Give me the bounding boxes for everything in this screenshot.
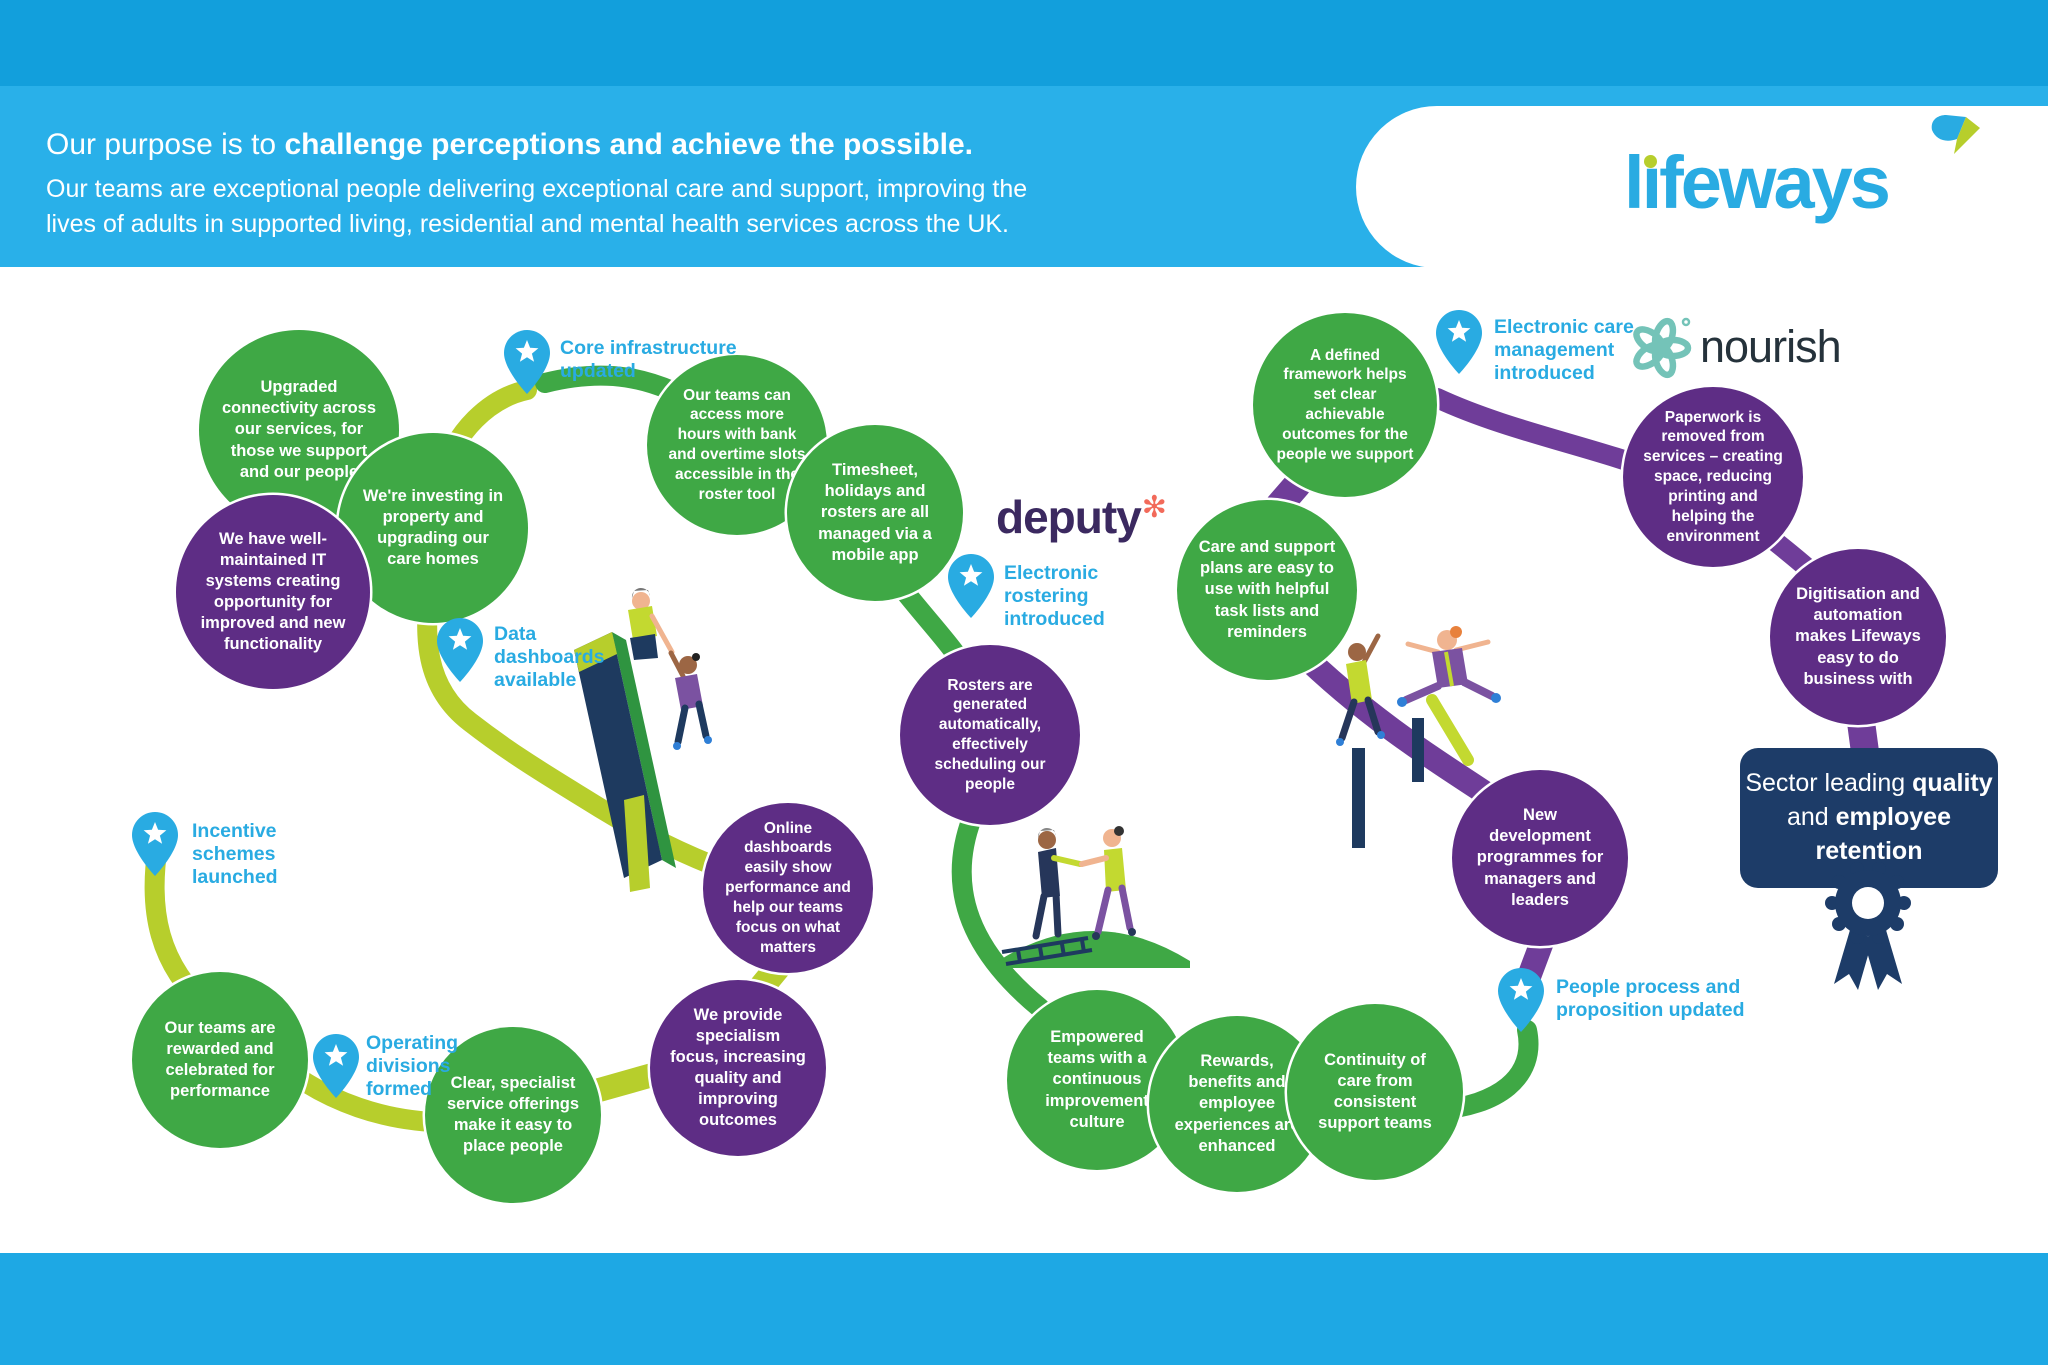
circle-specialism-focus: We provide specialism focus, increasing … — [650, 980, 826, 1156]
milestone-pin-incentive-schemes-icon — [132, 812, 178, 876]
milestone-label-electronic-care: Electronic care management introduced — [1494, 316, 1634, 384]
purpose-statement: Our purpose is to challenge perceptions … — [46, 128, 973, 162]
circle-it-systems: We have well-maintained IT systems creat… — [176, 495, 370, 689]
milestone-pin-people-process-icon — [1498, 968, 1544, 1032]
purpose-prefix: Our purpose is to — [46, 128, 285, 161]
circle-teams-rewarded: Our teams are rewarded and celebrated fo… — [132, 972, 308, 1148]
milestone-label-operating-divisions: Operating divisions formed — [366, 1032, 459, 1100]
hurdles-illustration — [1336, 626, 1501, 848]
circle-defined-framework: A defined framework helps set clear achi… — [1253, 313, 1437, 497]
handshake-illustration — [995, 826, 1190, 968]
nourish-logo: nourish — [1628, 312, 1842, 382]
milestone-label-people-process: People process and proposition updated — [1556, 976, 1745, 1021]
circle-new-development: New development programmes for managers … — [1452, 770, 1628, 946]
milestone-label-core-infrastructure: Core infrastructure updated — [560, 337, 737, 382]
circle-access-more-hours: Our teams can access more hours with ban… — [647, 355, 827, 535]
top-strip — [0, 0, 2048, 86]
circle-paperwork-removed: Paperwork is removed from services – cre… — [1623, 387, 1803, 567]
milestone-label-incentive-schemes: Incentive schemes launched — [192, 820, 278, 888]
circle-timesheet-mobile: Timesheet, holidays and rosters are all … — [787, 425, 963, 601]
purpose-bold: challenge perceptions and achieve the po… — [284, 128, 974, 161]
milestone-label-electronic-rostering: Electronic rostering introduced — [1004, 562, 1105, 630]
lifeways-logo-rest: feways — [1659, 141, 1891, 224]
milestone-pin-core-infrastructure-icon — [504, 330, 550, 394]
logo-panel — [1356, 106, 2048, 268]
deputy-logo: deputy✻ — [996, 491, 1167, 543]
deputy-star-icon: ✻ — [1141, 491, 1167, 524]
nourish-flower-icon — [1633, 317, 1692, 379]
lifeways-logo-dot — [1643, 155, 1657, 168]
circle-digitisation: Digitisation and automation makes Lifewa… — [1770, 549, 1946, 725]
bottom-strip — [0, 1253, 2048, 1365]
circle-online-dashboards: Online dashboards easily show performanc… — [703, 803, 873, 973]
milestone-pin-electronic-rostering-icon — [948, 554, 994, 618]
outcome-box: Sector leading quality and employee rete… — [1740, 748, 1998, 888]
lifeways-logo-i: ı — [1641, 141, 1662, 224]
circle-continuity-care: Continuity of care from consistent suppo… — [1287, 1004, 1463, 1180]
milestone-label-data-dashboards: Data dashboards available — [494, 623, 605, 691]
milestone-pin-electronic-care-icon — [1436, 310, 1482, 374]
lifeways-flag-icon — [1931, 115, 1980, 154]
circle-clear-offerings: Clear, specialist service offerings make… — [425, 1027, 601, 1203]
circle-upgraded-connectivity: Upgraded connectivity across our service… — [199, 330, 399, 530]
header-subtitle: Our teams are exceptional people deliver… — [46, 175, 1028, 238]
lifeways-logo-l: l — [1624, 141, 1644, 224]
circle-rosters-generated: Rosters are generated automatically, eff… — [900, 645, 1080, 825]
nourish-wordmark: nourish — [1700, 321, 1842, 372]
milestone-pin-data-dashboards-icon — [437, 618, 483, 682]
circle-care-plans: Care and support plans are easy to use w… — [1177, 500, 1357, 680]
climbing-wall-illustration — [574, 587, 712, 892]
outcome-text: Sector leading quality and employee rete… — [1745, 769, 1993, 865]
milestone-pin-operating-divisions-icon — [313, 1034, 359, 1098]
